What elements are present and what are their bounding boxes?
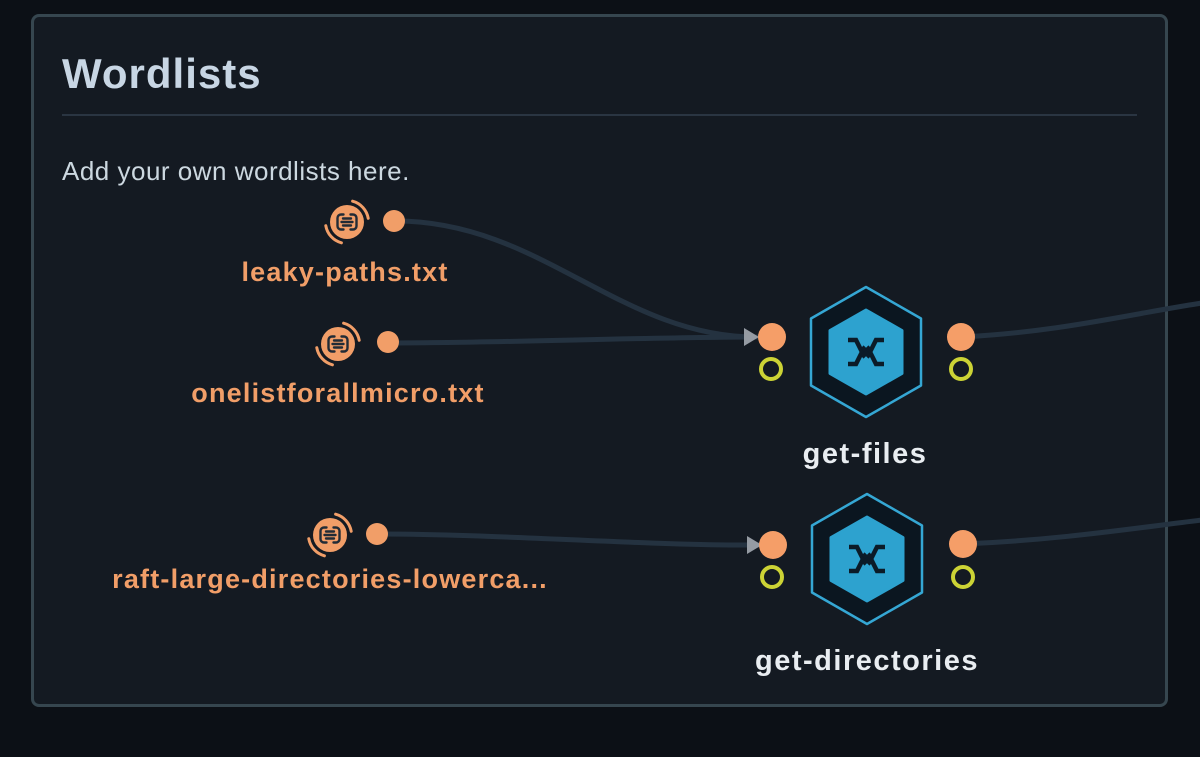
section-title-divider	[62, 114, 1137, 116]
wordlist-node-icon[interactable]	[314, 320, 362, 368]
wordlists-group-box[interactable]	[31, 14, 1168, 707]
input-port[interactable]	[759, 531, 787, 559]
section-description: Add your own wordlists here.	[62, 156, 410, 186]
edge-leaky-paths-to-get-files[interactable]	[393, 218, 759, 340]
edge-onelist-to-get-files[interactable]	[387, 334, 761, 346]
edge-get-files-output[interactable]	[958, 300, 1200, 340]
spinner-arc-icon	[334, 512, 353, 533]
wordlist-node-label[interactable]: onelistforallmicro.txt	[191, 378, 485, 408]
tool-node-hexagon[interactable]	[804, 284, 928, 420]
spinner-arc-icon	[307, 537, 326, 558]
output-port[interactable]	[366, 523, 388, 545]
spinner-arc-icon	[324, 224, 343, 245]
trickest-logo-icon	[849, 544, 885, 574]
output-port[interactable]	[947, 323, 975, 351]
optional-output-port[interactable]	[951, 565, 975, 589]
wordlist-node-icon[interactable]	[323, 198, 371, 246]
tool-node-label[interactable]: get-files	[802, 438, 928, 470]
input-arrow-icon	[747, 536, 762, 554]
wordlist-node-label[interactable]: leaky-paths.txt	[241, 257, 449, 287]
edge-raft-to-get-directories[interactable]	[376, 531, 763, 548]
tool-node-hexagon[interactable]	[805, 491, 929, 627]
optional-input-port[interactable]	[760, 565, 784, 589]
optional-output-port[interactable]	[949, 357, 973, 381]
output-port[interactable]	[383, 210, 405, 232]
spinner-arc-icon	[315, 346, 334, 367]
input-arrow-icon	[744, 328, 759, 346]
spinner-arc-icon	[342, 321, 361, 342]
trickest-logo-icon	[848, 337, 884, 367]
input-port[interactable]	[758, 323, 786, 351]
wordlist-node-label[interactable]: raft-large-directories-lowerca...	[112, 564, 548, 594]
spinner-arc-icon	[351, 199, 370, 220]
scan-text-icon	[319, 526, 341, 544]
edge-get-directories-output[interactable]	[960, 517, 1200, 547]
optional-input-port[interactable]	[759, 357, 783, 381]
output-port[interactable]	[949, 530, 977, 558]
scan-text-icon	[327, 335, 349, 353]
scan-text-icon	[336, 213, 358, 231]
wordlist-node-icon[interactable]	[306, 511, 354, 559]
section-title: Wordlists	[62, 50, 262, 97]
output-port[interactable]	[377, 331, 399, 353]
tool-node-label[interactable]: get-directories	[755, 645, 979, 677]
